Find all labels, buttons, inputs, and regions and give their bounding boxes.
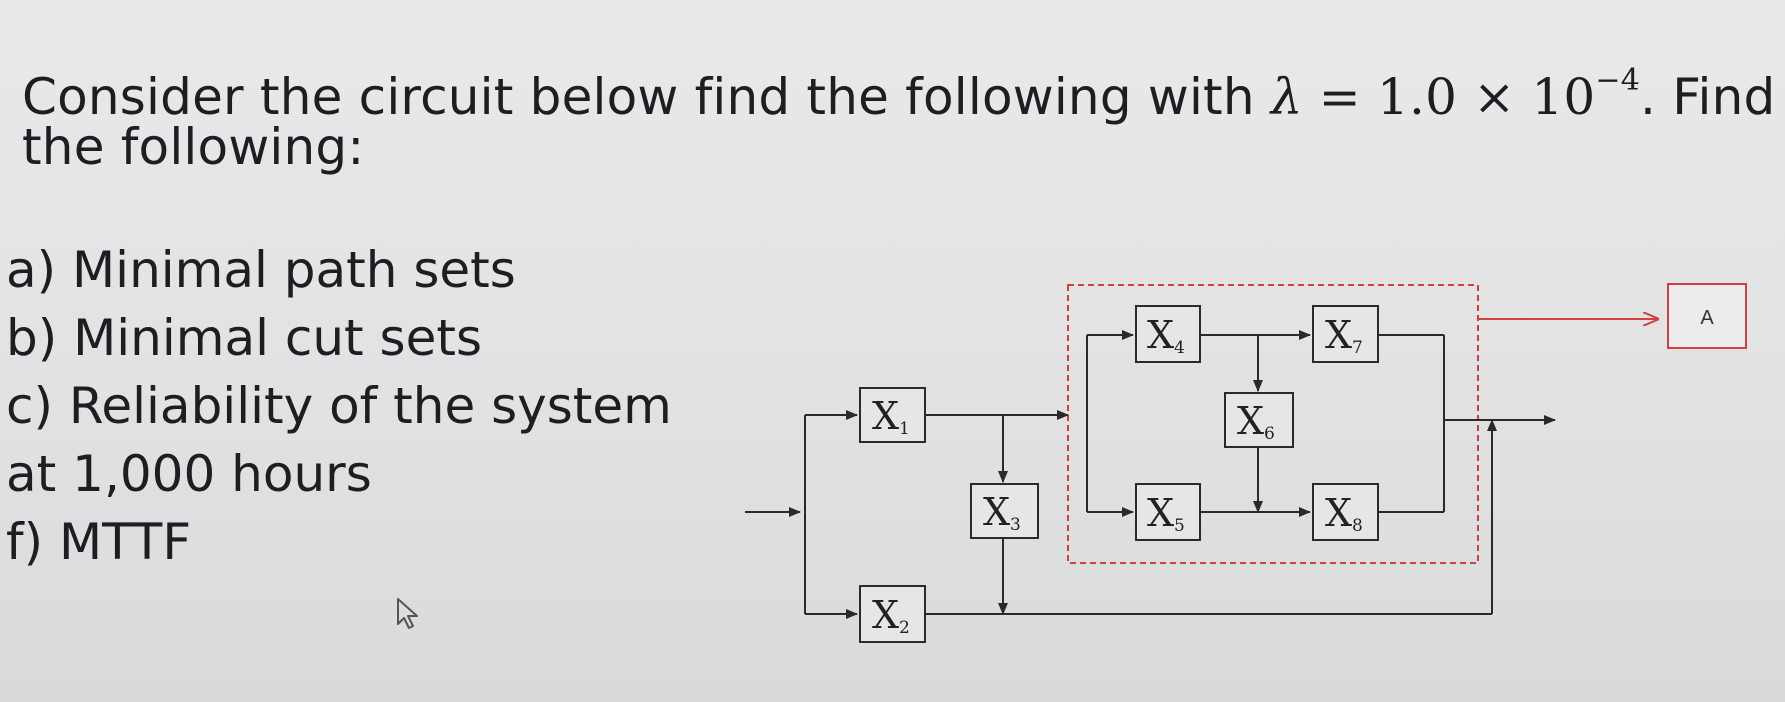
block-x8-sub: 8 xyxy=(1352,516,1363,536)
wires xyxy=(745,330,1556,619)
lambda-symbol: λ xyxy=(1270,68,1303,126)
mouse-cursor-icon xyxy=(397,598,418,629)
block-x5: X 5 xyxy=(1135,483,1201,541)
block-x6: X 6 xyxy=(1224,392,1294,448)
block-x1-letter: X xyxy=(872,394,899,438)
group-a-label: A xyxy=(1700,307,1714,329)
question-text-end: . Find xyxy=(1640,68,1776,126)
block-x1-sub: 1 xyxy=(899,419,910,439)
task-item-f: f) MTTF xyxy=(6,513,192,571)
block-x8-letter: X xyxy=(1325,491,1352,535)
block-x7-sub: 7 xyxy=(1352,338,1363,358)
block-x4-letter: X xyxy=(1147,313,1174,357)
question-text: Consider the circuit below find the foll… xyxy=(22,68,1271,126)
formula-exponent: −4 xyxy=(1595,63,1641,98)
block-x2-sub: 2 xyxy=(899,618,910,638)
block-x3-sub: 3 xyxy=(1010,515,1021,535)
question-line-2: the following: xyxy=(22,118,365,176)
block-x7: X 7 xyxy=(1312,305,1379,363)
lambda-formula: λ = 1.0 × 10−4 xyxy=(1270,63,1640,126)
block-x2: X 2 xyxy=(859,585,926,643)
group-boundary xyxy=(1067,284,1479,564)
block-x1: X 1 xyxy=(859,387,926,443)
block-x2-letter: X xyxy=(872,593,899,637)
block-x7-letter: X xyxy=(1325,313,1352,357)
task-item-c: c) Reliability of the system xyxy=(6,377,672,435)
block-x6-sub: 6 xyxy=(1264,424,1275,444)
task-item-a: a) Minimal path sets xyxy=(6,241,516,299)
block-x4-sub: 4 xyxy=(1174,338,1185,358)
task-list: a) Minimal path sets b) Minimal cut sets… xyxy=(6,236,672,576)
task-item-c-continued: at 1,000 hours xyxy=(6,445,372,503)
block-x3: X 3 xyxy=(970,483,1039,539)
block-x4: X 4 xyxy=(1135,305,1201,363)
block-x6-letter: X xyxy=(1237,399,1264,443)
formula-value: = 1.0 × 10 xyxy=(1302,68,1596,126)
block-x5-letter: X xyxy=(1147,491,1174,535)
question-line-1: Consider the circuit below find the foll… xyxy=(22,63,1776,126)
block-x5-sub: 5 xyxy=(1174,516,1185,536)
block-x8: X 8 xyxy=(1312,483,1379,541)
task-item-b: b) Minimal cut sets xyxy=(6,309,483,367)
group-a-box xyxy=(1667,283,1747,349)
block-x3-letter: X xyxy=(983,490,1010,534)
